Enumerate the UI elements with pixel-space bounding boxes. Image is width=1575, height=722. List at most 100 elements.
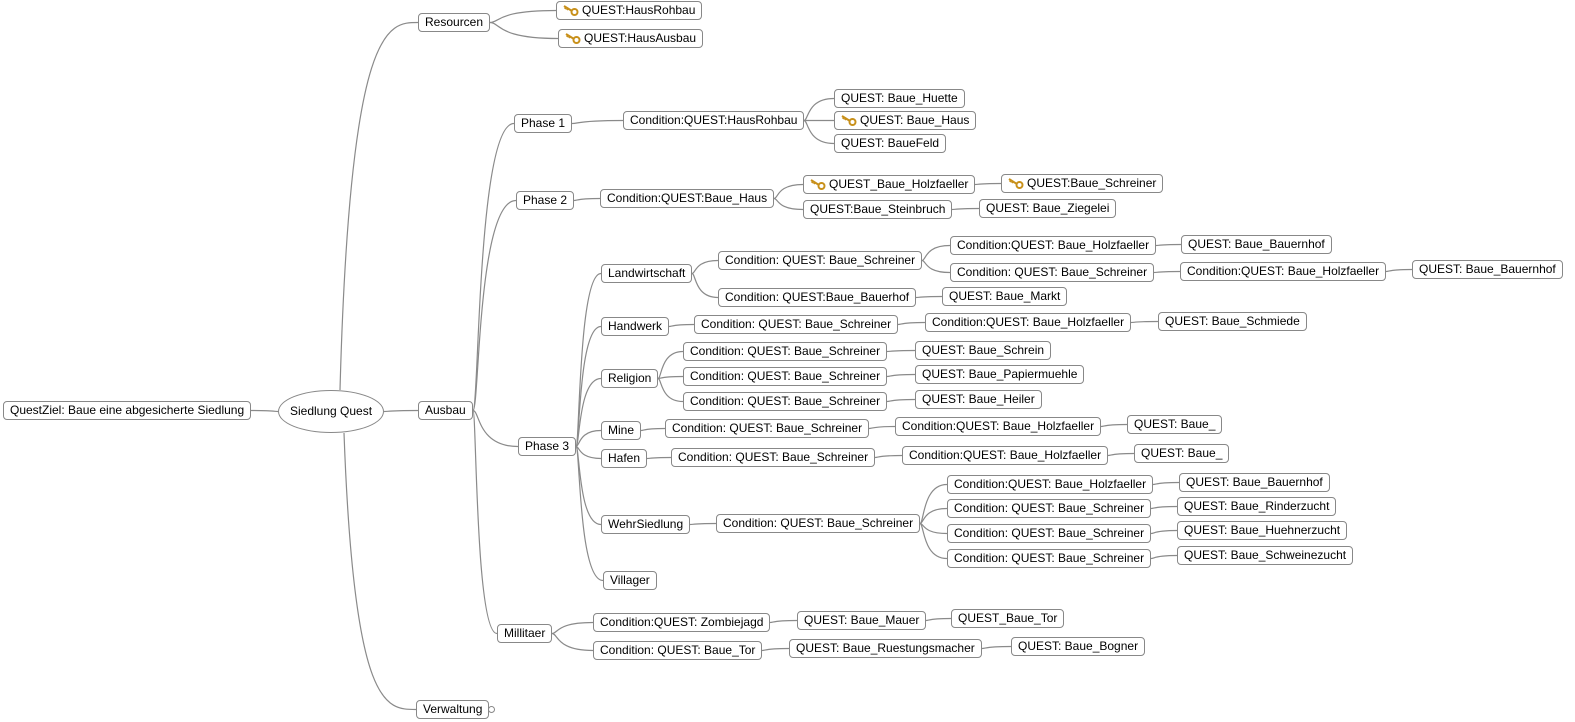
condition-node[interactable]: Condition: QUEST: Baue_Schreiner: [683, 342, 888, 361]
connector-line: [657, 377, 684, 403]
hafen-node[interactable]: Hafen: [601, 449, 648, 468]
condition-node[interactable]: Condition: QUEST: Baue_Schreiner: [683, 392, 888, 411]
connector-line: [472, 409, 519, 448]
connector-line: [1130, 320, 1159, 324]
connector-line: [551, 621, 594, 635]
connector-line: [472, 409, 498, 635]
quest-node[interactable]: QUEST_Baue_Holzfaeller: [803, 175, 976, 194]
condition-node[interactable]: Condition: QUEST: Baue_Schreiner: [950, 263, 1155, 282]
connector-line: [573, 197, 601, 202]
quest-node[interactable]: QUEST: Baue_Papiermuehle: [915, 365, 1085, 384]
connector-line: [1107, 452, 1135, 457]
condition-node[interactable]: Condition: QUEST: Baue_Schreiner: [718, 251, 923, 270]
handwerk-node[interactable]: Handwerk: [601, 317, 670, 336]
quest-node[interactable]: QUEST: BaueFeld: [834, 134, 947, 153]
condition-node[interactable]: Condition: QUEST:Baue_Bauerhof: [718, 288, 917, 307]
node-label: QUEST:Baue_Schreiner: [1027, 176, 1157, 190]
condition-node[interactable]: Condition:QUEST: Baue_Holzfaeller: [895, 417, 1102, 436]
quest-node[interactable]: QUEST: Baue_: [1134, 444, 1230, 463]
quest-node[interactable]: QUEST: Baue_Markt: [942, 287, 1068, 306]
connector-line: [575, 377, 602, 448]
condition-node[interactable]: Condition:QUEST:HausRohbau: [623, 111, 805, 130]
condition-node[interactable]: Condition:QUEST: Zombiejagd: [593, 613, 771, 632]
quest-node[interactable]: QUEST:Baue_Steinbruch: [803, 200, 953, 219]
quest-node[interactable]: QUEST: Baue_Bogner: [1011, 637, 1146, 656]
quest-node[interactable]: QUEST: Baue_Ruestungsmacher: [789, 639, 982, 658]
condition-node[interactable]: Condition:QUEST:Baue_Haus: [600, 189, 775, 208]
quest-node[interactable]: QUEST: Baue_Rinderzucht: [1177, 497, 1337, 516]
condition-node[interactable]: Condition: QUEST: Baue_Schreiner: [671, 448, 876, 467]
expand-toggle[interactable]: [488, 706, 495, 713]
quest-node[interactable]: QUEST: Baue_Heiler: [915, 390, 1042, 409]
quest-node[interactable]: QUEST: Baue_Mauer: [797, 611, 927, 630]
key-icon: [563, 4, 579, 16]
condition-node[interactable]: Condition:QUEST: Baue_Holzfaeller: [1180, 262, 1387, 281]
verwaltung-node[interactable]: Verwaltung: [416, 700, 490, 719]
condition-node[interactable]: Condition: QUEST: Baue_Schreiner: [694, 315, 899, 334]
connector-line: [472, 122, 515, 412]
condition-node[interactable]: Condition:QUEST: Baue_Holzfaeller: [947, 475, 1154, 494]
goal-node[interactable]: QuestZiel: Baue eine abgesicherte Siedlu…: [3, 401, 252, 420]
quest-node[interactable]: QUEST: Baue_Schrein: [915, 341, 1052, 360]
religion-node[interactable]: Religion: [601, 369, 659, 388]
condition-node[interactable]: Condition: QUEST: Baue_Schreiner: [716, 514, 921, 533]
condition-node[interactable]: Condition: QUEST: Baue_Schreiner: [683, 367, 888, 386]
quest-node[interactable]: QUEST_Baue_Tor: [951, 609, 1065, 628]
quest-node[interactable]: QUEST: Baue_Bauernhof: [1412, 260, 1563, 279]
quest-node[interactable]: QUEST: Baue_Haus: [834, 111, 977, 130]
connector-line: [691, 272, 719, 299]
ausbau-node[interactable]: Ausbau: [418, 401, 473, 420]
connector-line: [921, 244, 951, 262]
connector-line: [1385, 268, 1413, 273]
central-topic[interactable]: Siedlung Quest: [278, 390, 384, 433]
key-icon: [841, 114, 857, 126]
connector-line: [575, 445, 602, 460]
mine-node[interactable]: Mine: [601, 421, 642, 440]
connector-line: [689, 522, 717, 526]
condition-node[interactable]: Condition: QUEST: Baue_Schreiner: [665, 419, 870, 438]
condition-node[interactable]: Condition: QUEST: Baue_Schreiner: [947, 549, 1152, 568]
villager-node[interactable]: Villager: [603, 571, 657, 590]
connector-line: [919, 507, 948, 525]
phase1-node[interactable]: Phase 1: [514, 114, 573, 133]
phase2-node[interactable]: Phase 2: [516, 191, 575, 210]
quest-node[interactable]: QUEST: Baue_Schweinezucht: [1177, 546, 1354, 565]
landwirtschaft-node[interactable]: Landwirtschaft: [601, 264, 693, 283]
quest-node[interactable]: QUEST: Baue_Ziegelei: [979, 199, 1117, 218]
quest-node[interactable]: QUEST: Baue_Schmiede: [1158, 312, 1307, 331]
connector-line: [921, 259, 951, 274]
resource-node[interactable]: QUEST:HausAusbau: [558, 29, 704, 48]
wehrsiedlung-node[interactable]: WehrSiedlung: [601, 515, 691, 534]
quest-node[interactable]: QUEST: Baue_: [1127, 415, 1223, 434]
condition-node[interactable]: Condition: QUEST: Baue_Schreiner: [947, 524, 1152, 543]
condition-node[interactable]: Condition: QUEST: Baue_Schreiner: [947, 499, 1152, 518]
node-label: QUEST_Baue_Holzfaeller: [829, 177, 969, 191]
connector-line: [761, 647, 790, 652]
connector-line: [886, 398, 916, 403]
quest-node[interactable]: QUEST: Baue_Bauernhof: [1181, 235, 1332, 254]
phase3-node[interactable]: Phase 3: [518, 437, 577, 456]
connector-line: [657, 375, 684, 380]
condition-node[interactable]: Condition: QUEST: Baue_Tor: [593, 641, 763, 660]
connector-line: [343, 432, 417, 711]
condition-node[interactable]: Condition:QUEST: Baue_Holzfaeller: [902, 446, 1109, 465]
connector-line: [1100, 423, 1128, 428]
millitaer-node[interactable]: Millitaer: [497, 624, 553, 643]
connector-line: [657, 350, 684, 380]
condition-node[interactable]: Condition:QUEST: Baue_Holzfaeller: [925, 313, 1132, 332]
quest-node[interactable]: QUEST: Baue_Huette: [834, 89, 965, 108]
connector-line: [691, 259, 719, 275]
quest-node[interactable]: QUEST: Baue_Huehnerzucht: [1177, 521, 1348, 540]
connector-line: [886, 349, 916, 353]
connector-line: [1153, 270, 1181, 274]
connector-line: [472, 199, 517, 412]
connector-line: [339, 21, 419, 391]
quest-node[interactable]: QUEST: Baue_Bauernhof: [1179, 473, 1330, 492]
quest-node[interactable]: QUEST:Baue_Schreiner: [1001, 174, 1164, 193]
connector-line: [803, 97, 835, 122]
condition-node[interactable]: Condition:QUEST: Baue_Holzfaeller: [950, 236, 1157, 255]
connector-line: [551, 632, 594, 652]
connector-line: [1155, 243, 1182, 247]
resource-node[interactable]: QUEST:HausRohbau: [556, 1, 703, 20]
resourcen-node[interactable]: Resourcen: [418, 13, 491, 32]
